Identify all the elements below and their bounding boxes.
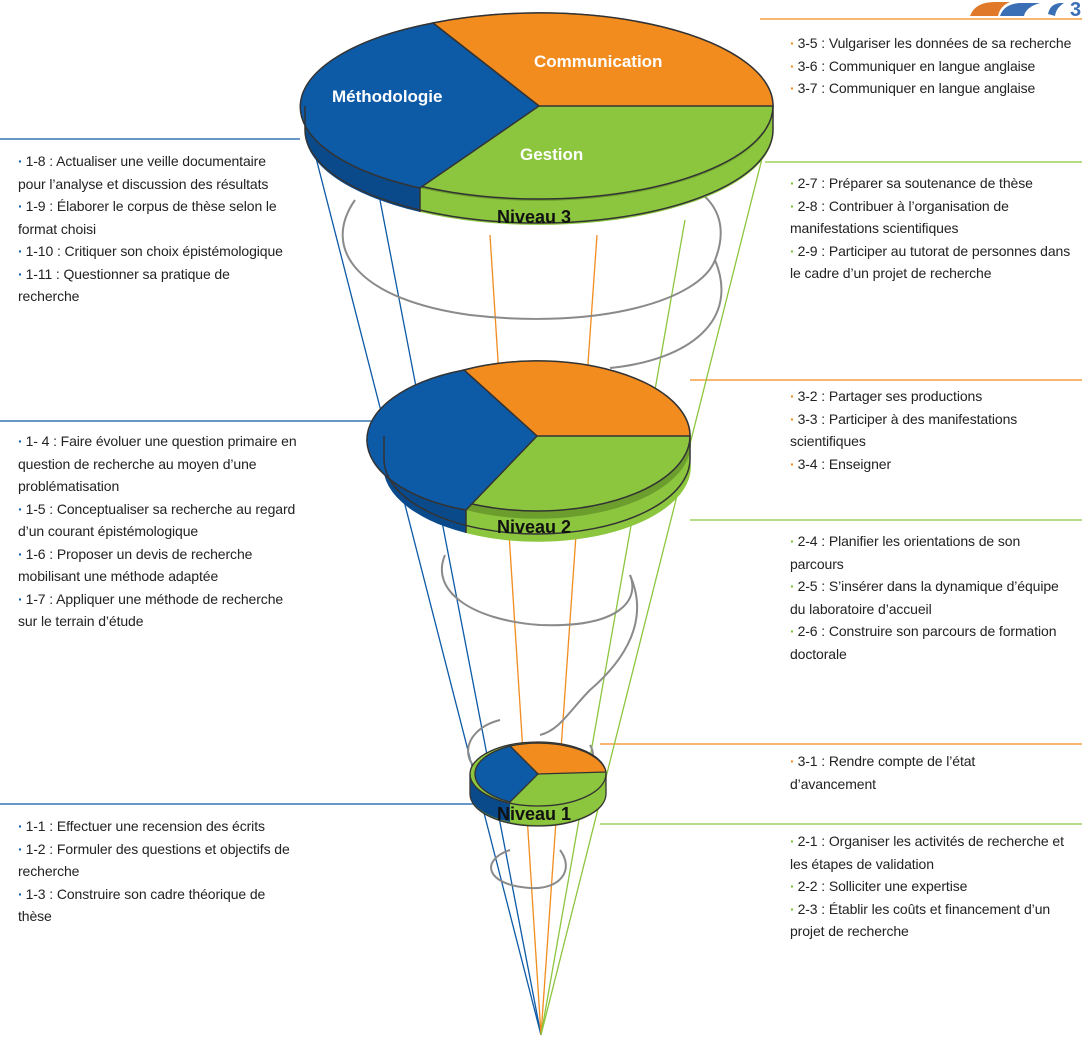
section-label-management: Gestion	[520, 145, 583, 164]
list-item: ·2-5 : S’insérer dans la dynamique d’équ…	[790, 578, 1059, 617]
list-item: ·2-2 : Solliciter une expertise	[790, 878, 968, 894]
logo-icon: 3	[970, 0, 1081, 21]
list-item: ·3-3 : Participer à des manifestations s…	[790, 410, 1018, 450]
list-item: ·2-6 : Construire son parcours de format…	[790, 623, 1057, 662]
left-level2-list: ·1- 4 : Faire évoluer une question prima…	[18, 430, 298, 633]
section-label-methodology: Méthodologie	[332, 87, 442, 106]
right-level1-communication-list: ·3-1 : Rendre compte de l’état d’avancem…	[790, 750, 1030, 795]
list-item: ·3-7 : Communiquer en langue anglaise	[790, 80, 1036, 96]
svg-text:3: 3	[1070, 0, 1081, 21]
right-level2-management-list: ·2-4 : Planifier les orientations de son…	[790, 530, 1060, 665]
list-item: ·2-8 : Contribuer à l’organisation de ma…	[790, 197, 1009, 237]
list-item: ·2-4 : Planifier les orientations de son…	[790, 533, 1021, 572]
list-item: ·1-7 : Appliquer une méthode de recherch…	[18, 590, 284, 630]
list-item: ·3-1 : Rendre compte de l’état d’avancem…	[790, 753, 976, 792]
list-item: ·1- 4 : Faire évoluer une question prima…	[18, 433, 297, 494]
level3-label: Niveau 3	[497, 207, 571, 227]
list-item: ·3-5 : Vulgariser les données de sa rech…	[790, 35, 1072, 51]
list-item: ·2-7 : Préparer sa soutenance de thèse	[790, 175, 1033, 191]
list-item: ·2-9 : Participer au tutorat de personne…	[790, 242, 1071, 282]
list-item: ·1-3 : Construire son cadre théorique de…	[18, 885, 266, 925]
level2-disc: Niveau 2	[366, 360, 691, 542]
right-level3-management-list: ·2-7 : Préparer sa soutenance de thèse ·…	[790, 172, 1075, 285]
spiral-ribbon	[341, 174, 723, 890]
section-label-communication: Communication	[534, 52, 662, 71]
leader-lines	[0, 18, 1082, 825]
list-item: ·1-8 : Actualiser une veille documentair…	[18, 153, 269, 192]
list-item: ·1-6 : Proposer un devis de recherche mo…	[18, 545, 253, 585]
right-level2-communication-list: ·3-2 : Partager ses productions ·3-3 : P…	[790, 385, 1080, 475]
list-item: ·1-9 : Élaborer le corpus de thèse selon…	[18, 198, 277, 237]
cone-lines	[304, 114, 774, 1036]
list-item: ·1-10 : Critiquer son choix épistémologi…	[18, 243, 283, 259]
right-level1-management-list: ·2-1 : Organiser les activités de recher…	[790, 830, 1075, 943]
list-item: ·1-5 : Conceptualiser sa recherche au re…	[18, 500, 296, 540]
list-item: ·3-6 : Communiquer en langue anglaise	[790, 57, 1036, 74]
level3-disc: Méthodologie Communication Gestion Nivea…	[299, 12, 774, 227]
list-item: ·2-3 : Établir les coûts et financement …	[790, 900, 1051, 940]
list-item: ·1-2 : Formuler des questions et objecti…	[18, 840, 290, 880]
list-item: ·2-1 : Organiser les activités de recher…	[790, 833, 1064, 872]
list-item: ·3-2 : Partager ses productions	[790, 388, 983, 404]
left-level1-list: ·1-1 : Effectuer une recension des écrit…	[18, 815, 298, 928]
list-item: ·3-4 : Enseigner	[790, 455, 892, 472]
left-level3-list: ·1-8 : Actualiser une veille documentair…	[18, 150, 288, 308]
list-item: ·1-1 : Effectuer une recension des écrit…	[18, 818, 265, 834]
level1-label: Niveau 1	[497, 804, 571, 824]
level2-label: Niveau 2	[497, 517, 571, 537]
list-item: ·1-11 : Questionner sa pratique de reche…	[18, 265, 230, 305]
right-level3-communication-list: ·3-5 : Vulgariser les données de sa rech…	[790, 32, 1080, 100]
level1-disc: Niveau 1	[469, 741, 607, 827]
